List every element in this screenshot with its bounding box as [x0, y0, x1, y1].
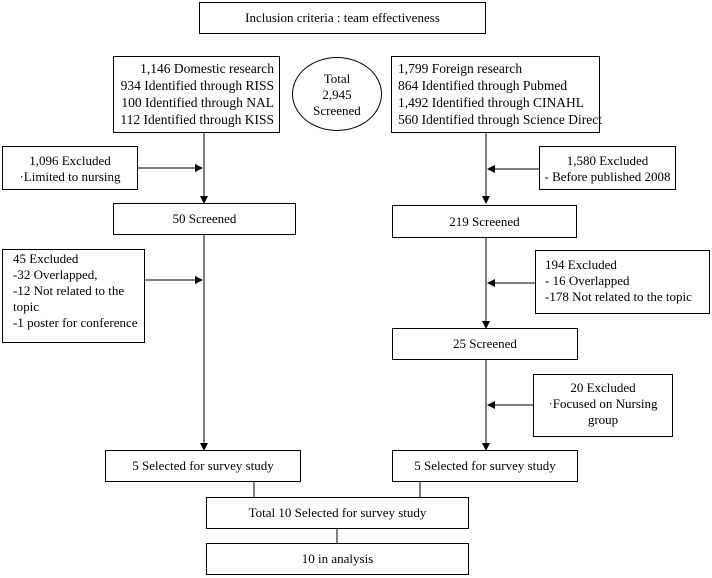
left-exclusion-2-line-5: -1 poster for conference — [13, 315, 138, 330]
right-exclusion-box-1: 1,580 Excluded - Before published 2008 — [539, 146, 676, 190]
domestic-line-3: 100 Identified through NAL — [121, 95, 274, 110]
right-exclusion-3-line-3: group — [587, 412, 619, 427]
right-exclusion-2-line-2: - 16 Overlapped — [545, 273, 630, 288]
left-exclusion-1-line-2: ·Limited to nursing — [19, 169, 121, 184]
right-selected-box: 5 Selected for survey study — [392, 450, 578, 482]
left-exclusion-2-line-1: 45 Excluded — [13, 251, 79, 266]
right-exclusion-box-3: 20 Excluded ·Focused on Nursing group — [533, 374, 673, 437]
foreign-line-2: 864 Identified through Pubmed — [398, 78, 568, 93]
right-screened-label: 219 Screened — [449, 214, 520, 229]
left-exclusion-1-line-1: 1,096 Excluded — [29, 153, 111, 168]
right-screened-2-label: 25 Screened — [453, 336, 517, 351]
foreign-line-3: 1,492 Identified through CINAHL — [398, 95, 584, 110]
right-exclusion-2-line-3: -178 Not related to the topic — [545, 289, 692, 304]
left-exclusion-box-2: 45 Excluded -32 Overlapped, -12 Not rela… — [2, 249, 145, 343]
total-selected-label: Total 10 Selected for survey study — [248, 505, 427, 520]
total-line-1: Total — [323, 71, 351, 86]
inclusion-criteria-box: Inclusion criteria : team effectiveness — [199, 2, 486, 34]
right-exclusion-box-2: 194 Excluded - 16 Overlapped -178 Not re… — [535, 250, 710, 314]
total-screened-ellipse: Total 2,945 Screened — [292, 57, 382, 131]
left-exclusion-box-1: 1,096 Excluded ·Limited to nursing — [2, 146, 138, 190]
foreign-research-box: 1,799 Foreign research 864 Identified th… — [391, 56, 602, 133]
total-line-2: 2,945 — [322, 87, 352, 102]
right-exclusion-2-line-1: 194 Excluded — [545, 257, 617, 272]
right-selected-label: 5 Selected for survey study — [414, 458, 556, 473]
domestic-line-1: 1,146 Domestic research — [140, 61, 274, 76]
domestic-line-2: 934 Identified through RISS — [120, 78, 274, 93]
analysis-box: 10 in analysis — [206, 543, 469, 575]
left-exclusion-2-line-3: -12 Not related to the — [13, 283, 125, 298]
right-screened-box-2: 25 Screened — [392, 328, 578, 360]
foreign-line-1: 1,799 Foreign research — [398, 61, 523, 76]
right-exclusion-3-line-2: ·Focused on Nursing — [548, 396, 658, 411]
total-line-3: Screened — [313, 103, 361, 118]
analysis-label: 10 in analysis — [301, 551, 374, 566]
domestic-research-box: 1,146 Domestic research 934 Identified t… — [113, 56, 280, 133]
right-exclusion-1-line-2: - Before published 2008 — [544, 169, 671, 184]
left-selected-label: 5 Selected for survey study — [132, 458, 274, 473]
left-exclusion-2-line-4: topic — [13, 299, 39, 314]
inclusion-criteria-label: Inclusion criteria : team effectiveness — [245, 10, 440, 25]
left-selected-box: 5 Selected for survey study — [105, 450, 301, 482]
left-screened-box: 50 Screened — [113, 203, 296, 235]
right-exclusion-3-line-1: 20 Excluded — [570, 380, 636, 395]
total-selected-box: Total 10 Selected for survey study — [206, 497, 469, 529]
left-screened-label: 50 Screened — [172, 211, 237, 226]
domestic-line-4: 112 Identified through KISS — [120, 112, 274, 127]
right-screened-box: 219 Screened — [392, 205, 577, 238]
foreign-line-4: 560 Identified through Science Direct — [398, 112, 602, 127]
right-exclusion-1-line-1: 1,580 Excluded — [566, 153, 649, 168]
left-exclusion-2-line-2: -32 Overlapped, — [13, 267, 98, 282]
